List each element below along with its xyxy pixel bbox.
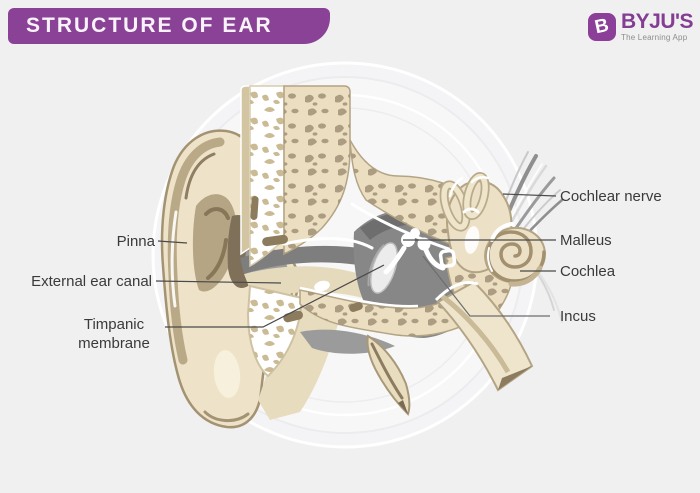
page-title: STRUCTURE OF EAR <box>26 14 273 37</box>
leader-lines <box>155 193 557 328</box>
label-timpanic-line2: membrane <box>78 335 150 352</box>
label-timpanic-membrane: Timpanic membrane <box>58 315 170 353</box>
jaw-bone-band <box>434 280 534 392</box>
label-timpanic-line1: Timpanic <box>83 316 145 333</box>
label-malleus: Malleus <box>560 232 612 249</box>
logo-wordmark: BYJU'S <box>621 10 694 33</box>
tympanic-membrane-shape <box>367 242 398 294</box>
badge-letter: B <box>592 14 611 39</box>
label-pinna: Pinna <box>116 233 155 250</box>
label-cochlear-nerve: Cochlear nerve <box>560 188 662 205</box>
cochlea-spiral <box>484 222 546 287</box>
eustachian-tube <box>366 334 411 416</box>
byjus-logo: B BYJU'S The Learning App <box>588 10 694 42</box>
title-banner: STRUCTURE OF EAR <box>8 8 330 44</box>
byjus-badge-icon: B <box>588 13 616 41</box>
label-external-ear-canal: External ear canal <box>31 273 152 290</box>
logo-tagline: The Learning App <box>621 33 688 42</box>
skull-bone <box>240 85 515 378</box>
label-incus: Incus <box>560 308 596 325</box>
label-cochlea: Cochlea <box>560 263 616 280</box>
